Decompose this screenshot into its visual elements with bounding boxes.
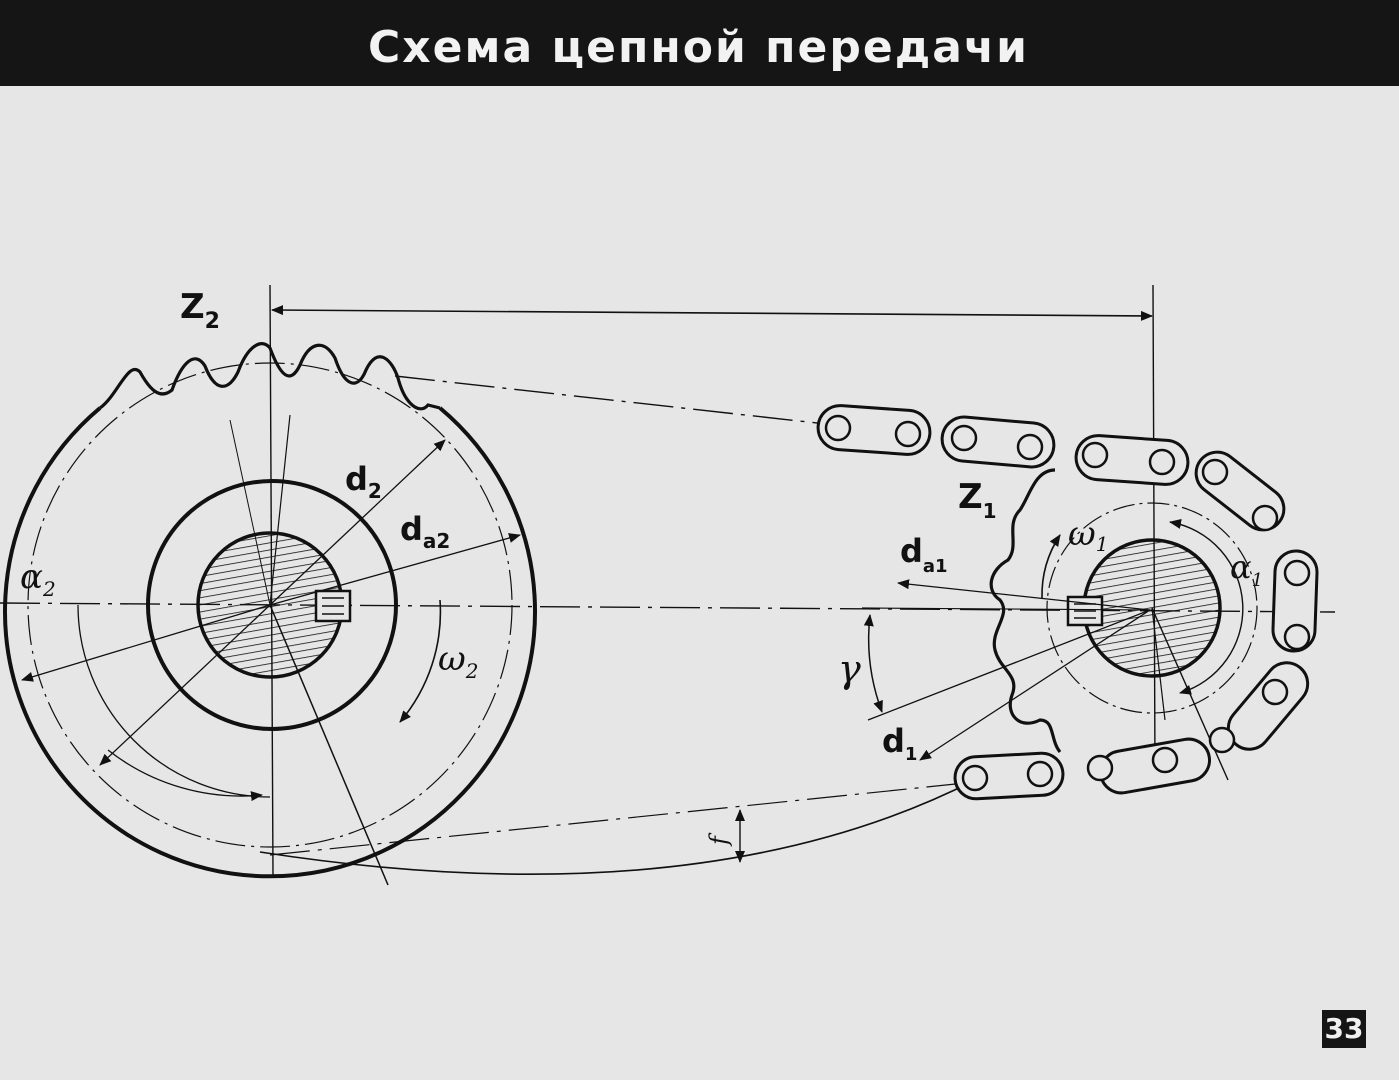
chain-pin <box>1261 678 1289 706</box>
d1-dimension-line <box>867 609 1151 721</box>
centre-distance-dimension <box>271 305 1153 321</box>
large-sprocket-inner-circle <box>77 604 271 798</box>
omega2-arrow <box>399 599 442 723</box>
omega1-arrow <box>1041 534 1061 599</box>
large-sprocket-outer-rim <box>3 406 537 879</box>
chain-pins <box>824 414 1311 792</box>
chain-pin <box>1283 559 1311 587</box>
omega2-label: ω2 <box>438 639 478 683</box>
page-number: 33 <box>1322 1010 1366 1048</box>
diameter-line <box>21 604 271 682</box>
chain-lower-span <box>259 779 976 876</box>
gamma-line <box>861 607 1153 611</box>
chain-pin <box>950 424 978 452</box>
da2-label: da2 <box>400 510 450 553</box>
chain-upper-span <box>394 375 836 426</box>
chain-pin <box>1283 623 1311 651</box>
radial-line-3 <box>229 419 271 606</box>
large-sprocket-teeth <box>98 342 441 411</box>
gamma-label: γ <box>838 647 861 691</box>
chain-pin <box>1151 746 1179 774</box>
chain-pin <box>1148 448 1176 476</box>
radial-line-small-2 <box>1151 607 1166 721</box>
large-sprocket <box>3 342 537 886</box>
title-bar: Схема цепной передачи <box>0 0 1399 86</box>
da2-dimension-line <box>269 533 521 606</box>
chain-pin <box>1016 433 1044 461</box>
z2-label: Z2 <box>180 287 220 334</box>
small-sprocket-pitch-circle <box>1046 502 1258 714</box>
alpha2-arc <box>107 749 263 802</box>
z1-label: Z1 <box>958 477 997 523</box>
d2-dimension-line <box>269 439 446 606</box>
chain-pin <box>1086 754 1114 782</box>
radial-line <box>269 414 291 606</box>
chain-pin <box>1201 458 1229 486</box>
f-label: f <box>705 832 733 847</box>
da1-label: da1 <box>900 532 948 577</box>
right-vertical-axis <box>1152 284 1156 771</box>
d1-label: d1 <box>882 722 917 765</box>
chain-link <box>1226 661 1310 751</box>
omega1-label: ω1 <box>1068 514 1108 556</box>
da1-dimension-line <box>897 579 1151 611</box>
diameter-line-2 <box>99 604 271 766</box>
chain <box>259 375 1319 876</box>
large-sprocket-hub <box>146 479 398 731</box>
small-sprocket <box>861 468 1258 781</box>
gamma-arc <box>863 614 883 713</box>
alpha1-arc <box>1169 518 1244 695</box>
radial-line-2 <box>269 604 389 886</box>
chain-pin <box>1208 726 1236 754</box>
chain-pin <box>1081 441 1109 469</box>
alpha1-label: α1 <box>1230 548 1263 591</box>
chain-lower-chord <box>269 781 976 856</box>
chain-pin <box>824 414 852 442</box>
small-sprocket-teeth <box>989 468 1062 754</box>
chain-pin <box>894 420 922 448</box>
alpha2-label: α2 <box>20 557 56 601</box>
d2-label: d2 <box>345 460 382 503</box>
chain-pin <box>1251 504 1279 532</box>
chain-pin <box>961 764 989 792</box>
chain-pin <box>1026 760 1054 788</box>
page-title: Схема цепной передачи <box>368 22 1029 73</box>
large-sprocket-pitch-circle <box>27 362 513 848</box>
d1-dimension-line-2 <box>919 609 1151 761</box>
